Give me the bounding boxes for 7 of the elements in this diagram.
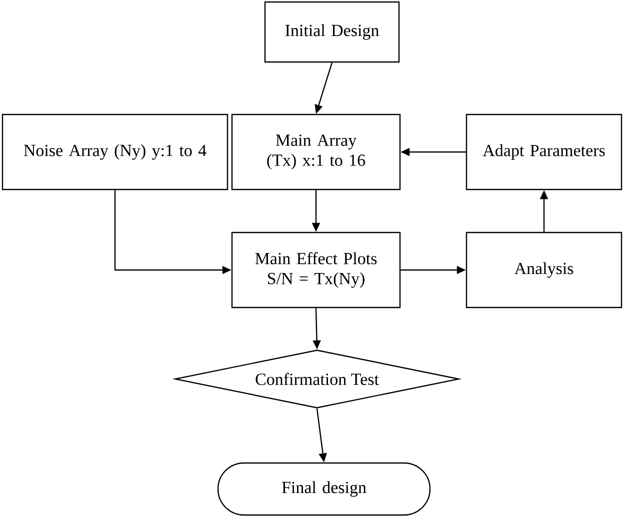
process-box: Main Array (Tx) x:1 to 16: [231, 114, 401, 190]
process-box: Adapt Parameters: [466, 114, 622, 190]
terminal-box: Final design: [217, 462, 431, 516]
process-box: Main Effect Plots S/N = Tx(Ny): [231, 232, 401, 308]
process-box: Initial Design: [264, 1, 400, 63]
process-box: Noise Array (Ny) y:1 to 4: [2, 114, 228, 190]
process-box: Analysis: [466, 232, 622, 308]
